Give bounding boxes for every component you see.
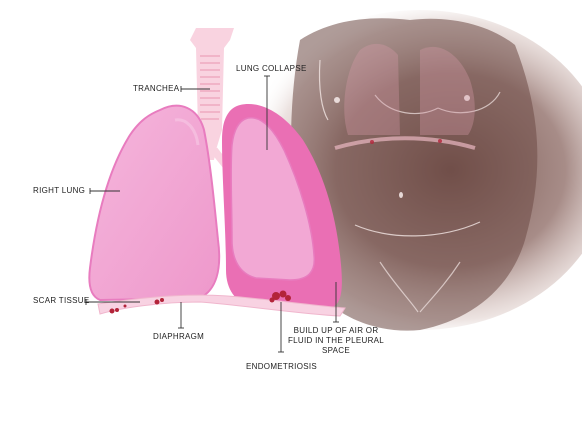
lung-collapse-label: LUNG COLLAPSE <box>236 64 307 73</box>
buildup-label-line-2: FLUID IN THE PLEURAL <box>287 336 385 345</box>
trachea-label: TRANCHEA <box>133 84 180 93</box>
buildup-label-line-3: SPACE <box>321 346 351 355</box>
right-lung-label: RIGHT LUNG <box>33 186 86 195</box>
leader-lines <box>85 75 339 353</box>
collapsed-lung <box>222 104 342 308</box>
buildup-label-line-1: BUILD UP OF AIR OR <box>293 326 379 335</box>
scar-tissue-label: SCAR TISSUE <box>33 296 90 305</box>
buildup-label: BUILD UP OF AIR OR FLUID IN THE PLEURAL … <box>286 326 386 356</box>
endometriosis-spots <box>109 290 291 314</box>
diaphragm <box>97 294 346 317</box>
endometriosis-label: ENDOMETRIOSIS <box>246 362 318 371</box>
diaphragm-label: DIAPHRAGM <box>153 332 205 341</box>
right-lung <box>88 104 221 302</box>
